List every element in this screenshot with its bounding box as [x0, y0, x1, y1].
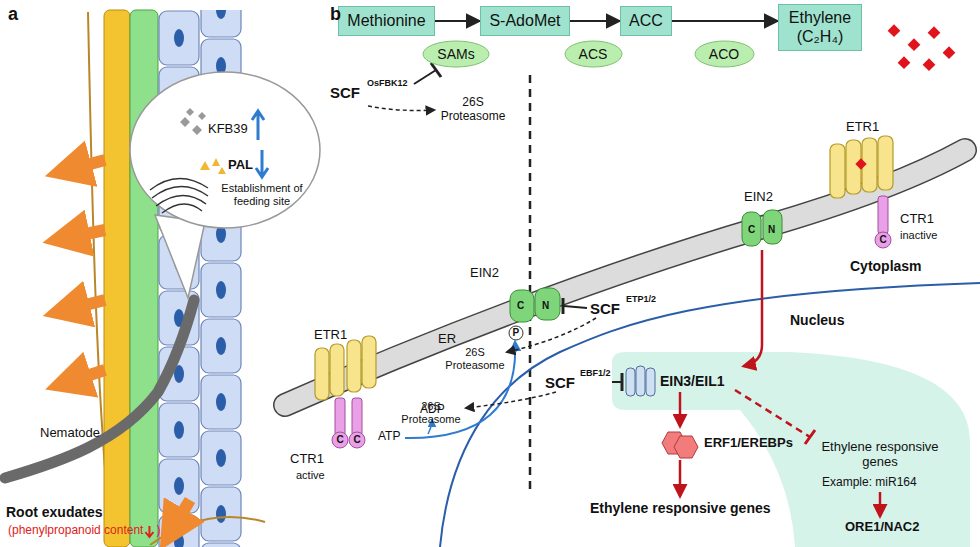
- text-label: N: [768, 224, 775, 236]
- text-label: C: [517, 300, 524, 312]
- node-label: ACC: [629, 12, 663, 30]
- text-label: OsFBK12: [367, 78, 408, 88]
- text-label: CTR1: [900, 212, 934, 227]
- text-label: EIN3/EIL1: [660, 373, 725, 389]
- bubble-text: KFB39: [208, 122, 248, 137]
- text-label: Cytoplasm: [850, 258, 922, 274]
- text-label: N: [542, 300, 549, 312]
- pathway-arrow: [435, 20, 480, 22]
- text-label: ORE1/NAC2: [845, 520, 919, 535]
- text-label: SCF: [545, 374, 575, 391]
- process-box: ACC: [620, 6, 672, 36]
- panel-letter: a: [8, 4, 18, 25]
- text-label: CTR1: [290, 452, 324, 467]
- text-label: C: [337, 434, 344, 446]
- text-label: ): [156, 524, 160, 538]
- text-label: Nematode: [40, 426, 100, 441]
- text-label: active: [296, 469, 325, 482]
- text-label: P: [513, 327, 520, 339]
- pathway-arrow: [672, 20, 778, 22]
- text-label: ETR1: [846, 120, 879, 135]
- text-label: ETR1: [314, 328, 347, 343]
- text-label: ERF1/EREBPs: [704, 436, 793, 451]
- node-label: S-AdoMet: [489, 12, 560, 30]
- text-label: ATP: [378, 430, 400, 444]
- enzyme-ellipse: SAMs: [422, 40, 490, 68]
- text-label: C: [880, 234, 887, 246]
- text-label: ETP1/2: [626, 294, 656, 304]
- panel-letter: b: [330, 4, 341, 25]
- bubble-text: Establishment of feeding site: [212, 182, 312, 207]
- text-label: inactive: [900, 229, 937, 242]
- text-label: Root exudates: [6, 504, 102, 520]
- node-label: SAMs: [437, 46, 474, 62]
- text-label: EIN2: [470, 266, 499, 281]
- process-box: S-AdoMet: [480, 6, 570, 36]
- text-label: C: [748, 224, 755, 236]
- process-box: Methionine: [338, 6, 435, 36]
- text-label: Ethylene responsive genes: [590, 500, 771, 516]
- text-label: SCF: [330, 84, 360, 101]
- text-label: 26S Proteasome: [400, 400, 462, 425]
- text-label: (phenylpropanoid content: [8, 524, 143, 538]
- node-label: ACO: [709, 46, 739, 62]
- process-box: Ethylene (C₂H₄): [778, 4, 862, 51]
- bubble-text: PAL: [228, 158, 253, 173]
- pathway-arrow: [570, 20, 620, 22]
- enzyme-ellipse: ACS: [564, 40, 623, 68]
- text-label: EBF1/2: [580, 368, 611, 378]
- text-label: C: [354, 434, 361, 446]
- node-label: Methionine: [347, 12, 425, 30]
- node-label: ACS: [579, 46, 608, 62]
- text-label: Ethylene responsive genes: [815, 440, 945, 470]
- enzyme-ellipse: ACO: [694, 40, 755, 68]
- speech-bubble: KFB39PAL Establishment of feeding site: [128, 70, 322, 230]
- text-label: SCF: [590, 300, 620, 317]
- text-label: 26S Proteasome: [438, 96, 508, 124]
- text-label: EIN2: [744, 190, 773, 205]
- text-label: ER: [438, 332, 456, 347]
- text-label: Example: miR164: [822, 476, 917, 490]
- text-label: Nucleus: [790, 312, 844, 328]
- bubble-outline: [128, 70, 322, 230]
- node-label: Ethylene (C₂H₄): [782, 9, 858, 46]
- text-label: 26S Proteasome: [445, 346, 505, 371]
